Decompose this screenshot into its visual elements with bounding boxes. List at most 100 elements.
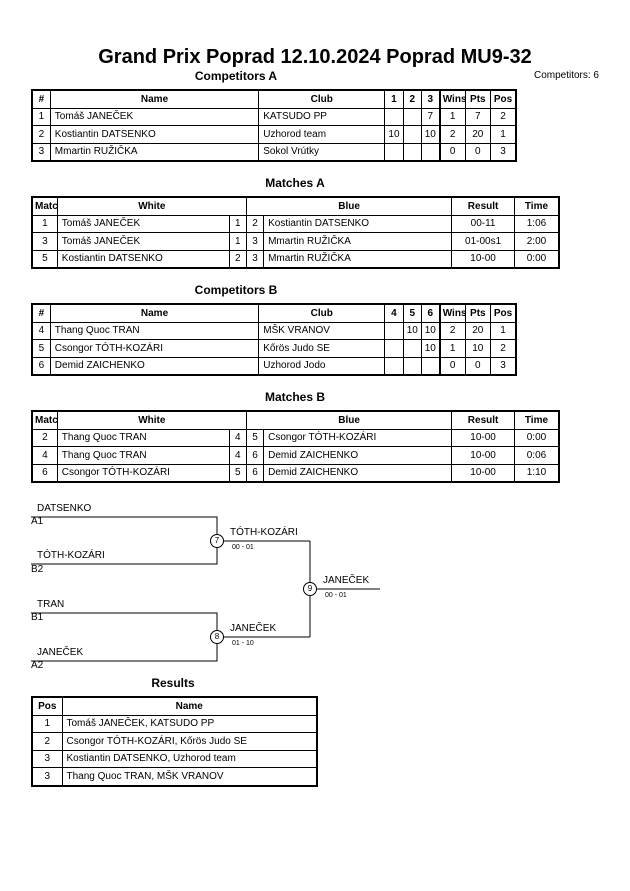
table-cell: 5 [31, 249, 58, 269]
table-cell: 6 [31, 463, 58, 483]
col-header: 6 [420, 303, 441, 323]
table-header-row: Match White Blue Result Time [31, 196, 560, 216]
match-number-badge: 7 [210, 534, 224, 548]
col-header: # [31, 89, 51, 109]
col-header: Blue [245, 410, 453, 430]
table-cell: 10 [420, 125, 441, 144]
table-cell: Kostiantin DATSENKO, Uzhorod team [61, 749, 318, 768]
matches-b-heading: Matches B [264, 390, 326, 404]
table-cell: 1 [31, 714, 63, 733]
bracket-winner: JANEČEK [230, 623, 277, 634]
bracket-name: JANEČEK [37, 647, 84, 658]
bracket-winner: TÓTH-KOZÁRI [230, 527, 298, 538]
table-row: 4 Thang Quoc TRAN 4 6 Demid ZAICHENKO 10… [31, 446, 560, 465]
table-cell: Kostiantin DATSENKO [56, 249, 230, 269]
bracket-score: 00 - 01 [232, 544, 254, 551]
table-header-row: # Name Club 4 5 6 Wins Pts Pos [31, 303, 517, 323]
table-header-row: Match White Blue Result Time [31, 410, 560, 430]
table-row: 3 Kostiantin DATSENKO, Uzhorod team [31, 749, 318, 768]
table-cell: 10-00 [451, 463, 515, 483]
matches-a-heading: Matches A [265, 176, 325, 190]
col-header: Pts [464, 303, 492, 323]
col-header: Blue [245, 196, 453, 216]
col-header: # [31, 303, 51, 323]
bracket-seed: B1 [31, 612, 44, 623]
table-row: 2 Thang Quoc TRAN 4 5 Csongor TÓTH-KOZÁR… [31, 428, 560, 447]
col-header: Match [31, 196, 58, 216]
bracket-seed: A1 [31, 516, 44, 527]
col-header: Wins [439, 89, 466, 109]
table-cell: Mmartin RUŽIČKA [263, 249, 453, 269]
table-row: 2 Csongor TÓTH-KOZÁRI, Kőrös Judo SE [31, 732, 318, 751]
table-cell: 1:10 [513, 463, 560, 483]
col-header: Pos [490, 303, 517, 323]
bracket-name: DATSENKO [37, 503, 92, 514]
bracket-seed: B2 [31, 564, 44, 575]
table-cell: 1:06 [513, 214, 560, 233]
col-header: Time [513, 196, 560, 216]
bracket-name: TRAN [37, 599, 65, 610]
col-header: Name [61, 696, 318, 716]
table-row: 5 Csongor TÓTH-KOZÁRI Kőrös Judo SE 10 1… [31, 339, 517, 358]
matches-b-table: Match White Blue Result Time 2 Thang Quo… [31, 410, 560, 483]
table-cell: 6 [245, 463, 265, 483]
table-row: 1 Tomáš JANEČEK KATSUDO PP 7 1 7 2 [31, 107, 517, 126]
col-header: Name [49, 89, 260, 109]
page-title: Grand Prix Poprad 12.10.2024 Poprad MU9-… [98, 46, 532, 68]
col-header: Pos [31, 696, 63, 716]
table-row: 3 Tomáš JANEČEK 1 3 Mmartin RUŽIČKA 01-0… [31, 232, 560, 251]
table-cell: 3 [31, 749, 63, 768]
col-header: Name [49, 303, 260, 323]
table-cell: 3 [31, 767, 63, 786]
competitors-b-heading: Competitors B [194, 283, 278, 297]
col-header: Pos [490, 89, 517, 109]
table-cell: Thang Quoc TRAN, MŠK VRANOV [61, 767, 318, 786]
table-cell: 10-00 [451, 249, 515, 269]
col-header: 3 [420, 89, 441, 109]
table-row: 3 Mmartin RUŽIČKA Sokol Vrútky 0 0 3 [31, 142, 517, 162]
table-cell: 6 [31, 356, 51, 376]
table-cell [420, 356, 441, 376]
competitors-a-heading: Competitors A [194, 69, 278, 83]
table-header-row: # Name Club 1 2 3 Wins Pts Pos [31, 89, 517, 109]
col-header: Time [513, 410, 560, 430]
bracket-name: TÓTH-KOZÁRI [37, 550, 105, 561]
table-header-row: Pos Name [31, 696, 318, 716]
col-header: Match [31, 410, 58, 430]
table-cell: 3 [31, 142, 51, 162]
table-cell: 2 [31, 732, 63, 751]
table-cell: 3 [245, 232, 265, 251]
bracket-score: 00 - 01 [325, 592, 347, 599]
col-header: Result [451, 410, 515, 430]
table-cell: Tomáš JANEČEK, KATSUDO PP [61, 714, 318, 733]
results-table: Pos Name 1 Tomáš JANEČEK, KATSUDO PP 2 C… [31, 696, 318, 787]
table-cell: Csongor TÓTH-KOZÁRI, Kőrös Judo SE [61, 732, 318, 751]
table-cell: Demid ZAICHENKO [263, 463, 453, 483]
table-row: 3 Thang Quoc TRAN, MŠK VRANOV [31, 767, 318, 786]
bracket-winner: JANEČEK [323, 575, 370, 586]
match-number-badge: 9 [303, 582, 317, 596]
table-row: 2 Kostiantin DATSENKO Uzhorod team 10 10… [31, 125, 517, 144]
col-header: Wins [439, 303, 466, 323]
table-row: 5 Kostiantin DATSENKO 2 3 Mmartin RUŽIČK… [31, 249, 560, 269]
table-cell: 3 [490, 142, 517, 162]
col-header: Club [258, 303, 386, 323]
table-cell: 0 [464, 356, 492, 376]
matches-a-table: Match White Blue Result Time 1 Tomáš JAN… [31, 196, 560, 269]
competitors-b-table: # Name Club 4 5 6 Wins Pts Pos 4 Thang Q… [31, 303, 517, 376]
col-header: Result [451, 196, 515, 216]
table-cell: Demid ZAICHENKO [49, 356, 260, 376]
competitors-a-table: # Name Club 1 2 3 Wins Pts Pos 1 Tomáš J… [31, 89, 517, 162]
competitors-count: Competitors: 6 [533, 70, 599, 81]
bracket-score: 01 - 10 [232, 640, 254, 647]
bracket-seed: A2 [31, 660, 44, 671]
table-cell [420, 142, 441, 162]
match-number-badge: 8 [210, 630, 224, 644]
table-cell: Csongor TÓTH-KOZÁRI [56, 463, 230, 483]
table-cell: Mmartin RUŽIČKA [49, 142, 260, 162]
results-heading: Results [151, 676, 195, 690]
col-header: Club [258, 89, 386, 109]
table-cell: 3 [490, 356, 517, 376]
table-row: 1 Tomáš JANEČEK, KATSUDO PP [31, 714, 318, 733]
table-row: 6 Csongor TÓTH-KOZÁRI 5 6 Demid ZAICHENK… [31, 463, 560, 483]
